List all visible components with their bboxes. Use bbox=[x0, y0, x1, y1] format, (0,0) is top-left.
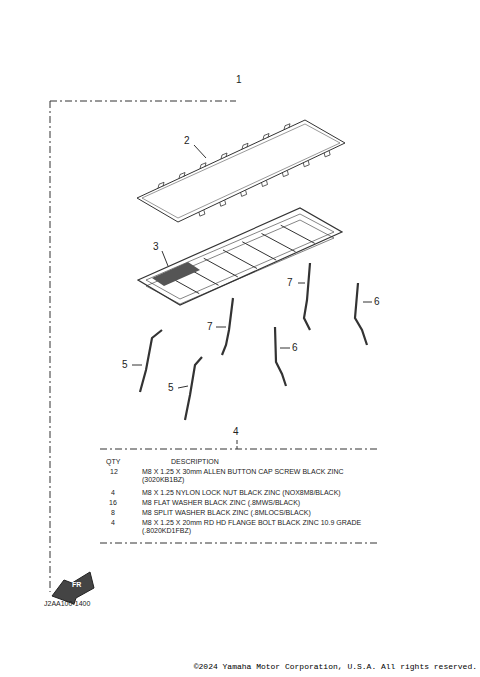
icon-text: FR bbox=[72, 581, 81, 589]
drawing-code: J2AA100-1400 bbox=[44, 600, 90, 608]
panel-tab bbox=[220, 200, 226, 206]
frame-crossbar bbox=[281, 225, 315, 243]
panel-tab bbox=[263, 134, 269, 140]
panel-tab bbox=[241, 190, 247, 196]
panel-tab bbox=[284, 124, 290, 130]
callout-number: 5 bbox=[122, 359, 128, 371]
callout-number: 6 bbox=[292, 342, 298, 354]
panel-tab bbox=[179, 173, 185, 179]
panel-tab bbox=[199, 210, 205, 216]
callout-number: 1 bbox=[236, 74, 242, 86]
callout-number: 5 bbox=[168, 382, 174, 394]
panel-tab bbox=[303, 161, 309, 167]
callout-number: 7 bbox=[207, 321, 213, 333]
callout-number: 6 bbox=[374, 296, 380, 308]
table-cell: 8 bbox=[111, 509, 115, 517]
table-cell: 16 bbox=[109, 499, 117, 507]
frame-crossbar bbox=[262, 234, 296, 252]
table-cell: 4 bbox=[111, 489, 115, 497]
callout-number: 3 bbox=[153, 241, 159, 253]
table-cell: M8 SPLIT WASHER BLACK ZINC (.8MLOCS/BLAC… bbox=[142, 509, 364, 517]
table-cell: M8 FLAT WASHER BLACK ZINC (.8MWS/BLACK) bbox=[142, 499, 364, 507]
frame-crossbar bbox=[204, 258, 238, 277]
table-cell: M8 X 1.25 NYLON LOCK NUT BLACK ZINC (NOX… bbox=[142, 489, 364, 497]
panel-tab bbox=[242, 143, 248, 149]
panel-tab bbox=[262, 181, 268, 187]
callout-number: 4 bbox=[233, 426, 239, 438]
callout-number: 7 bbox=[287, 277, 293, 289]
table-cell: 12 bbox=[110, 468, 118, 476]
callout-number: 2 bbox=[184, 135, 190, 147]
panel-tab bbox=[158, 182, 164, 188]
table-cell: M8 X 1.25 X 20mm RD HD FLANGE BOLT BLACK… bbox=[142, 519, 364, 536]
frame-crossbar bbox=[223, 250, 257, 269]
table-header: DESCRIPTION bbox=[171, 458, 219, 466]
panel-tab bbox=[324, 151, 330, 157]
panel-tab bbox=[200, 163, 206, 169]
table-cell: M8 X 1.25 X 30mm ALLEN BUTTON CAP SCREW … bbox=[142, 468, 364, 485]
panel-tab bbox=[221, 153, 227, 159]
frame-crossbar bbox=[242, 242, 276, 260]
panel-tab bbox=[282, 171, 288, 177]
table-cell: 4 bbox=[111, 519, 115, 527]
table-header: QTY bbox=[106, 458, 120, 466]
copyright: ©2024 Yamaha Motor Corporation, U.S.A. A… bbox=[194, 662, 477, 672]
